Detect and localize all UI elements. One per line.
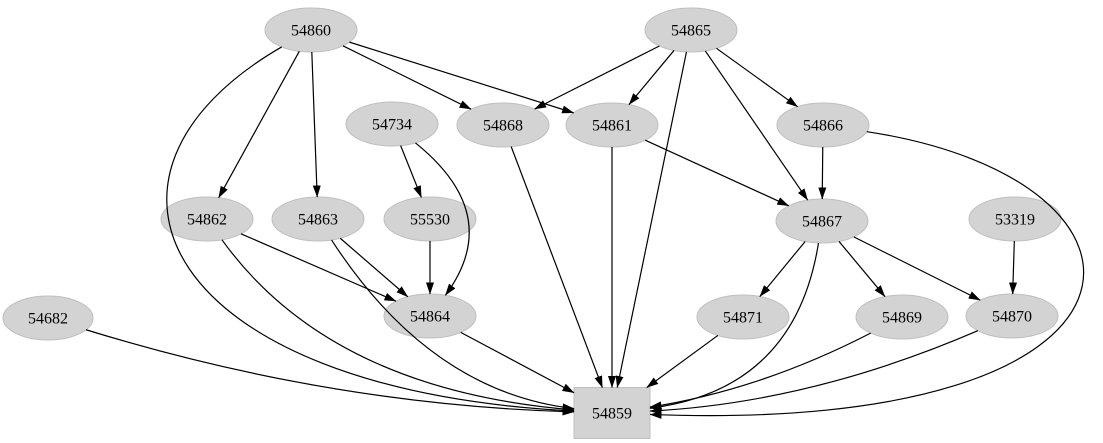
- edge-54867-54869: [838, 241, 886, 297]
- node-54682: 54682: [2, 295, 94, 341]
- edge-54865-54868: [534, 45, 660, 110]
- edge-54865-54859: [615, 51, 688, 388]
- node-ellipse-shape: [160, 196, 254, 242]
- node-label: 55530: [410, 211, 450, 228]
- edge-54860-54863: [311, 51, 321, 198]
- node-label: 54862: [187, 211, 227, 228]
- edge-54860-54862: [218, 50, 300, 199]
- node-label: 54871: [723, 309, 763, 326]
- node-54871: 54871: [696, 294, 790, 340]
- node-label: 54866: [803, 117, 843, 134]
- node-label: 54861: [592, 117, 632, 134]
- node-54863: 54863: [271, 196, 365, 242]
- node-label: 54864: [410, 308, 450, 325]
- node-54861: 54861: [565, 102, 659, 148]
- edge-54682-54859: [85, 329, 575, 416]
- node-54869: 54869: [855, 294, 949, 340]
- edge-54869-54859: [649, 332, 871, 410]
- edge-54863-54864: [339, 237, 409, 298]
- node-ellipse-shape: [696, 294, 790, 340]
- edge-54862-54864: [240, 233, 397, 302]
- edge-54865-54861: [628, 50, 675, 105]
- edge-54868-54859: [510, 146, 603, 388]
- node-ellipse-shape: [2, 295, 94, 341]
- edge-54860-54868: [342, 45, 472, 110]
- node-label: 53319: [995, 211, 1035, 228]
- edge-54867-54859: [649, 242, 820, 411]
- node-54734: 54734: [345, 101, 439, 147]
- node-label: 54734: [372, 116, 412, 133]
- node-ellipse-shape: [264, 7, 358, 53]
- edge-54865-54867: [704, 50, 809, 201]
- edge-53319-54870: [1009, 240, 1018, 295]
- edge-54734-55530: [400, 145, 422, 198]
- edge-54870-54859: [649, 330, 979, 415]
- edge-54861-54867: [645, 139, 790, 207]
- edge-layer: [85, 41, 1085, 419]
- node-label: 54682: [28, 310, 68, 327]
- node-label: 54869: [882, 309, 922, 326]
- node-55530: 55530: [383, 196, 477, 242]
- node-ellipse-shape: [345, 101, 439, 147]
- node-54859: 54859: [573, 387, 651, 439]
- edge-54866-54859: [649, 131, 1085, 419]
- node-54864: 54864: [383, 293, 477, 339]
- edge-54866-54867: [818, 146, 827, 200]
- node-ellipse-shape: [644, 7, 738, 53]
- node-54868: 54868: [456, 102, 550, 148]
- edge-54871-54859: [646, 334, 719, 388]
- node-54867: 54867: [775, 198, 869, 244]
- node-label: 54867: [802, 213, 842, 230]
- node-ellipse-shape: [776, 102, 870, 148]
- node-ellipse-shape: [855, 294, 949, 340]
- node-label: 54868: [483, 117, 523, 134]
- node-53319: 53319: [968, 196, 1062, 242]
- node-54865: 54865: [644, 7, 738, 53]
- edge-54867-54870: [853, 236, 981, 301]
- node-54862: 54862: [160, 196, 254, 242]
- node-layer: 54860 54865 54734 54868 54861 54866 54862 54863…: [2, 7, 1062, 439]
- node-label: 54865: [671, 22, 711, 39]
- edge-54860-54859: [166, 46, 575, 415]
- edge-54863-54859: [331, 239, 575, 412]
- node-ellipse-shape: [968, 196, 1062, 242]
- node-54866: 54866: [776, 102, 870, 148]
- node-54870: 54870: [965, 293, 1059, 339]
- edge-54864-54859: [460, 331, 575, 394]
- node-label: 54863: [298, 211, 338, 228]
- node-54860: 54860: [264, 7, 358, 53]
- node-label: 54860: [291, 22, 331, 39]
- edge-54865-54866: [716, 47, 798, 108]
- edge-54734-54864: [415, 142, 470, 296]
- edge-54862-54859: [221, 239, 575, 413]
- node-label: 54870: [992, 308, 1032, 325]
- node-label: 54859: [592, 405, 632, 422]
- node-ellipse-shape: [456, 102, 550, 148]
- edge-54867-54871: [759, 241, 806, 297]
